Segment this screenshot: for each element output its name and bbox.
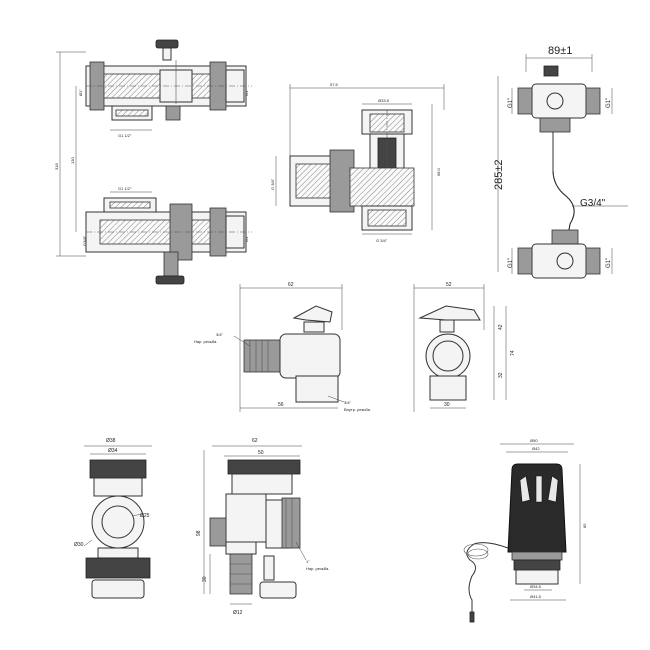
manifold-left-top-label: Ø1" (78, 89, 83, 96)
drain-side-dim-height: 98 (196, 530, 202, 536)
ball-valve-side-ext-text: Нар. резьба. (194, 339, 217, 344)
ball-valve-side-int-text: Внутр. резьба. (344, 407, 371, 412)
manifold-bottom-thread-label: G1 1/2" (118, 186, 132, 191)
ball-valve-front-drawing: 52 42 74 32 30 (413, 282, 516, 412)
drain-side-dim-top: 62 (252, 438, 258, 444)
drain-front-dim-bore: Ø25 (140, 513, 150, 519)
manifold-top-thread-label: G1 1/2" (118, 133, 132, 138)
ball-valve-front-handle (418, 305, 481, 321)
angle-valve-bottom-thread-label: G 3/4" (376, 238, 388, 243)
ball-valve-front-dim-total: 74 (510, 350, 516, 356)
ball-valve-side-dim-bottom: 56 (278, 402, 284, 408)
drain-front-dim-flange: Ø30 (74, 542, 84, 548)
ball-valve-front-dim-bottom: 30 (444, 402, 450, 408)
thermostat-dim-height: 85 (582, 523, 587, 528)
drain-side-dim-inner: 50 (258, 450, 264, 456)
manifold-drawing: 318 130 G1 1/2" G1 1/2" Ø1" G1" G3/4" G1… (54, 39, 252, 285)
manifold-left-bottom-label: G3/4" (82, 235, 87, 246)
thermostat-head-drawing: Ø50 Ø42 85 Ø34.5 Ø41.5 (463, 438, 587, 623)
drain-front-top-cap (89, 459, 147, 479)
thermostat-capillary (466, 542, 509, 612)
thermostat-dim-top-inner: Ø42 (532, 446, 540, 451)
drain-front-dim-outer: Ø38 (106, 438, 116, 444)
ball-valve-front-dim-upper: 42 (498, 324, 504, 330)
angle-valve-body (349, 167, 415, 207)
ball-valve-side-ext-size: 3/4" (216, 332, 224, 337)
manifold-top-handle (155, 39, 179, 49)
angle-valve-drawing: 57.5 Ø33.5 G 3/4" G 3/4" 68.0 (270, 82, 445, 243)
manifold-right-bottom-label: G1" (244, 235, 249, 242)
drain-front-dim-inner: Ø34 (108, 448, 118, 454)
drain-side-callout-size: 1" (306, 559, 310, 564)
drain-side-knob (259, 581, 297, 599)
ball-valve-front-dim-lower: 32 (498, 372, 504, 378)
thermostat-dim-bottom-inner: Ø34.5 (530, 584, 542, 589)
bypass-top-right-label: G1" (606, 98, 612, 108)
drain-front-knob (91, 579, 145, 599)
thermostat-dim-top-outer: Ø50 (530, 438, 538, 443)
bypass-drawing: 89±1 285±2 G3/4" G1" G1" G1" G1" (493, 45, 628, 279)
ball-valve-side-handle (292, 305, 333, 323)
ball-valve-side-body (279, 333, 341, 379)
bypass-bottom-left-label: G1" (508, 258, 514, 268)
drain-side-dim-nozzle: Ø12 (233, 610, 243, 616)
ball-valve-front-dim-top: 52 (446, 282, 452, 288)
thermostat-dim-bottom-outer: Ø41.5 (530, 594, 542, 599)
manifold-dim-total: 318 (54, 163, 59, 170)
manifold-dim-center: 130 (70, 157, 75, 164)
drain-side-drawing: 62 50 98 30 Ø12 1" Нар. резьба. (196, 438, 329, 616)
bypass-top-left-label: G1" (508, 98, 514, 108)
ball-valve-side-drawing: 62 3/4" Нар. резьба. 3/4" Внутр. резьба.… (194, 282, 371, 412)
bypass-bottom-right-label: G1" (606, 258, 612, 268)
thermostat-sensor (469, 611, 475, 623)
drain-front-drawing: Ø38 Ø34 Ø25 Ø30 (74, 438, 152, 599)
angle-valve-dim-cap: Ø33.5 (378, 98, 390, 103)
ball-valve-side-int-size: 3/4" (344, 400, 352, 405)
drain-side-body (225, 493, 267, 543)
bypass-dim-height: 285±2 (493, 159, 505, 190)
angle-valve-side-thread-label: G 3/4" (270, 178, 275, 190)
manifold-right-top-label: G1" (244, 89, 249, 96)
angle-valve-dim-length: 57.5 (330, 82, 339, 87)
thermostat-nut (515, 569, 559, 585)
angle-valve-dim-height: 68.0 (436, 167, 441, 176)
bypass-dim-width: 89±1 (548, 45, 572, 57)
drain-side-dim-low: 30 (202, 576, 208, 582)
bypass-mid-thread-label: G3/4" (580, 198, 606, 209)
drain-side-top-cap (227, 459, 301, 475)
manifold-top-stem (162, 47, 172, 61)
ball-valve-side-dim-top: 62 (288, 282, 294, 288)
drain-side-callout-text: Нар. резьба. (306, 566, 329, 571)
manifold-bottom-handle (155, 275, 185, 285)
